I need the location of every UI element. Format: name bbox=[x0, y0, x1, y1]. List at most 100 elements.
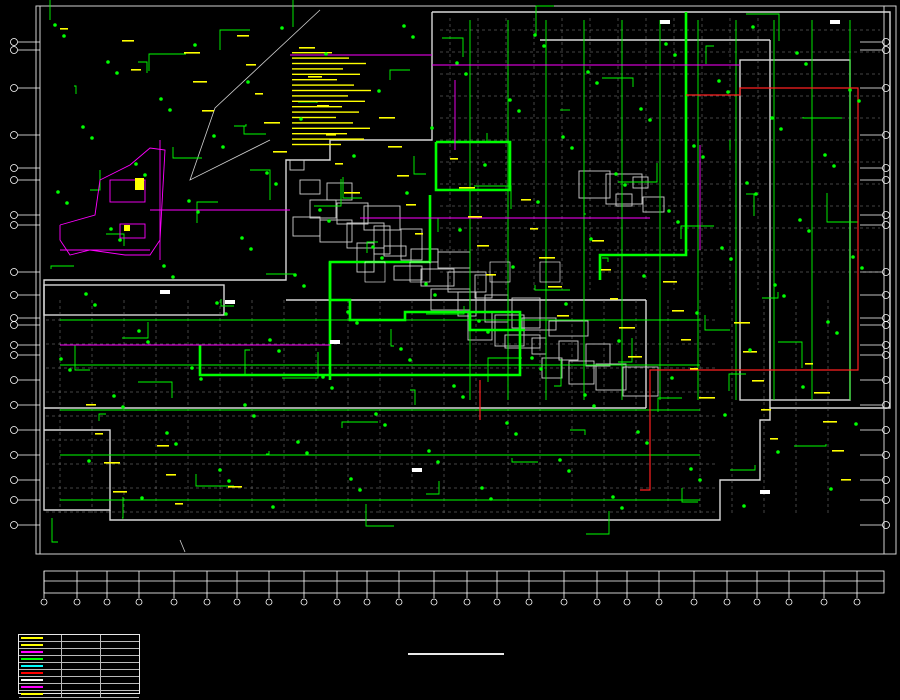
cable-trays bbox=[60, 54, 740, 346]
light-fixture-icon bbox=[293, 273, 297, 277]
light-fixture-icon bbox=[424, 282, 428, 286]
light-fixture-icon bbox=[589, 237, 593, 241]
light-fixture-icon bbox=[380, 256, 384, 260]
axis-bubble-icon bbox=[103, 598, 111, 606]
distribution-box-icon bbox=[412, 468, 422, 472]
light-fixture-icon bbox=[517, 109, 521, 113]
axis-bubble-icon bbox=[10, 451, 18, 459]
legend-row bbox=[19, 684, 139, 691]
light-fixture-icon bbox=[461, 395, 465, 399]
light-fixture-icon bbox=[134, 162, 138, 166]
circuit-labels bbox=[60, 28, 851, 505]
light-fixture-icon bbox=[65, 201, 69, 205]
light-fixture-icon bbox=[53, 23, 57, 27]
light-fixture-icon bbox=[480, 486, 484, 490]
light-fixture-icon bbox=[56, 190, 60, 194]
light-fixture-icon bbox=[452, 384, 456, 388]
axis-bubble-icon bbox=[655, 598, 663, 606]
light-fixture-icon bbox=[268, 338, 272, 342]
light-fixture-icon bbox=[174, 442, 178, 446]
axis-bubble-icon bbox=[135, 598, 143, 606]
legend-row bbox=[19, 635, 139, 642]
light-fixture-icon bbox=[561, 135, 565, 139]
axis-bubble-icon bbox=[300, 598, 308, 606]
structure-grid bbox=[46, 18, 880, 515]
light-fixture-icon bbox=[433, 293, 437, 297]
light-fixture-icon bbox=[59, 357, 63, 361]
light-fixture-icon bbox=[782, 294, 786, 298]
light-fixture-icon bbox=[318, 208, 322, 212]
axis-bubble-icon bbox=[10, 211, 18, 219]
axis-bubble-icon bbox=[203, 598, 211, 606]
axis-bubble-icon bbox=[10, 268, 18, 276]
light-fixture-icon bbox=[377, 89, 381, 93]
distribution-box-icon bbox=[760, 490, 770, 494]
light-fixture-icon bbox=[614, 172, 618, 176]
axis-bubble-icon bbox=[233, 598, 241, 606]
light-fixture-icon bbox=[823, 153, 827, 157]
light-fixture-icon bbox=[505, 421, 509, 425]
light-fixture-icon bbox=[249, 247, 253, 251]
right-axis-bubbles bbox=[860, 38, 890, 529]
light-fixture-icon bbox=[530, 356, 534, 360]
light-fixture-icon bbox=[162, 264, 166, 268]
axis-bubble-icon bbox=[265, 598, 273, 606]
axis-bubble-icon bbox=[73, 598, 81, 606]
light-fixture-icon bbox=[427, 449, 431, 453]
light-fixture-icon bbox=[617, 339, 621, 343]
light-fixture-icon bbox=[567, 469, 571, 473]
light-fixture-icon bbox=[848, 88, 852, 92]
light-fixture-icon bbox=[224, 312, 228, 316]
light-fixture-icon bbox=[458, 228, 462, 232]
light-fixture-icon bbox=[352, 154, 356, 158]
building-walls bbox=[43, 11, 891, 521]
light-fixture-icon bbox=[118, 238, 122, 242]
axis-bubble-icon bbox=[10, 401, 18, 409]
axis-bubble-icon bbox=[10, 46, 18, 54]
light-fixture-icon bbox=[371, 245, 375, 249]
light-fixture-icon bbox=[115, 71, 119, 75]
light-fixture-icon bbox=[477, 319, 481, 323]
light-fixture-icon bbox=[483, 163, 487, 167]
axis-bubble-icon bbox=[10, 131, 18, 139]
legend-row bbox=[19, 691, 139, 698]
light-fixture-icon bbox=[240, 236, 244, 240]
axis-bubble-icon bbox=[170, 598, 178, 606]
light-fixture-icon bbox=[159, 97, 163, 101]
light-fixture-icon bbox=[143, 173, 147, 177]
axis-bubble-icon bbox=[430, 598, 438, 606]
light-fixture-icon bbox=[829, 487, 833, 491]
legend-symbol bbox=[19, 670, 61, 676]
light-fixture-icon bbox=[779, 127, 783, 131]
light-fixture-icon bbox=[539, 367, 543, 371]
light-fixture-icon bbox=[146, 340, 150, 344]
light-fixture-icon bbox=[642, 274, 646, 278]
light-fixture-icon bbox=[90, 136, 94, 140]
light-fixture-icon bbox=[773, 283, 777, 287]
light-fixture-icon bbox=[511, 265, 515, 269]
site-plan-inset bbox=[59, 147, 166, 256]
axis-bubble-icon bbox=[493, 598, 501, 606]
axis-bubble-icon bbox=[723, 598, 731, 606]
light-fixture-icon bbox=[832, 164, 836, 168]
fire-zone-red-line bbox=[479, 87, 859, 491]
legend-row bbox=[19, 649, 139, 656]
left-axis-bubbles bbox=[10, 38, 40, 529]
light-fixture-icon bbox=[399, 347, 403, 351]
site-boundary bbox=[179, 9, 321, 553]
light-fixture-icon bbox=[305, 451, 309, 455]
light-fixture-icon bbox=[349, 477, 353, 481]
light-fixture-icon bbox=[87, 459, 91, 463]
light-fixture-icon bbox=[62, 34, 66, 38]
axis-bubble-icon bbox=[363, 598, 371, 606]
light-fixture-icon bbox=[464, 72, 468, 76]
light-fixture-icon bbox=[770, 116, 774, 120]
light-fixture-icon bbox=[486, 330, 490, 334]
axis-bubble-icon bbox=[820, 598, 828, 606]
legend-symbol bbox=[19, 649, 61, 655]
light-fixture-icon bbox=[717, 79, 721, 83]
legend-row bbox=[19, 677, 139, 684]
light-fixture-icon bbox=[695, 311, 699, 315]
axis-bubble-icon bbox=[395, 598, 403, 606]
